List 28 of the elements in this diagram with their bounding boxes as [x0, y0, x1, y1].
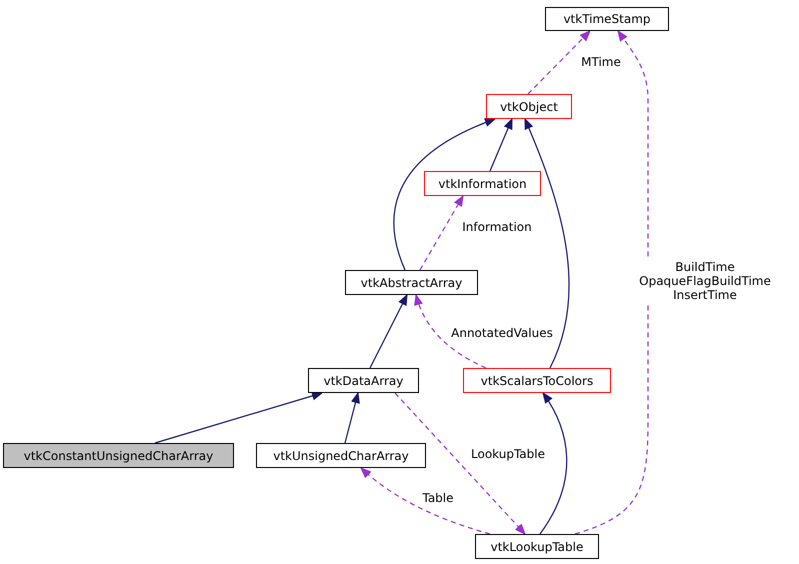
edge-label: MTime	[580, 55, 622, 69]
arrow	[369, 294, 408, 368]
arrow	[489, 118, 513, 172]
class-box: vtkScalarsToColors	[463, 368, 611, 393]
class-box: vtkObject	[486, 94, 572, 119]
arrow	[540, 392, 568, 534]
edge-label: Table	[421, 491, 455, 505]
arrow	[344, 392, 360, 444]
class-box: vtkDataArray	[308, 368, 419, 393]
arrow	[524, 118, 570, 368]
arrow	[414, 294, 486, 369]
class-box: vtkInformation	[424, 171, 541, 196]
edge-label: Information	[461, 220, 533, 234]
arrow	[394, 392, 526, 534]
class-box: vtkTimeStamp	[545, 7, 669, 31]
arrow	[393, 118, 496, 270]
class-box: vtkLookupTable	[475, 534, 599, 559]
arrow	[574, 30, 649, 535]
class-box: vtkUnsignedCharArray	[256, 443, 426, 468]
arrow	[419, 196, 464, 270]
arrow	[360, 468, 490, 535]
edge-label: LookupTable	[470, 447, 546, 461]
arrow	[528, 30, 590, 94]
edge-label: AnnotatedValues	[450, 326, 554, 340]
class-box: vtkConstantUnsignedCharArray	[3, 443, 234, 468]
class-box: vtkAbstractArray	[345, 270, 478, 295]
edge-label: BuildTime OpaqueFlagBuildTime InsertTime	[638, 260, 772, 302]
arrow	[154, 392, 322, 444]
